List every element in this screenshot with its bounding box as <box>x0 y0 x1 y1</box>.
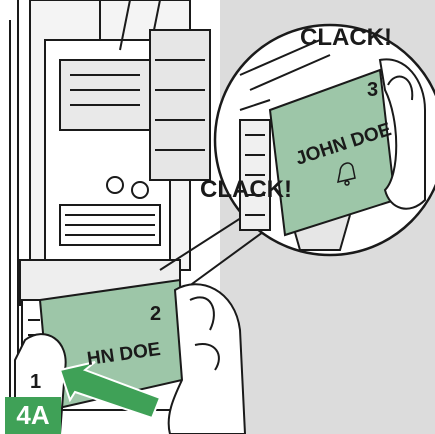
right-hand <box>169 284 245 434</box>
push-step-number: 1 <box>30 371 41 393</box>
sound-label-top: CLACK! <box>300 24 392 51</box>
sound-label-mid: CLACK! <box>200 176 292 203</box>
step-badge: 4A <box>5 397 61 434</box>
main-card-step-number: 2 <box>150 303 161 325</box>
callout-step-number: 3 <box>367 79 378 101</box>
